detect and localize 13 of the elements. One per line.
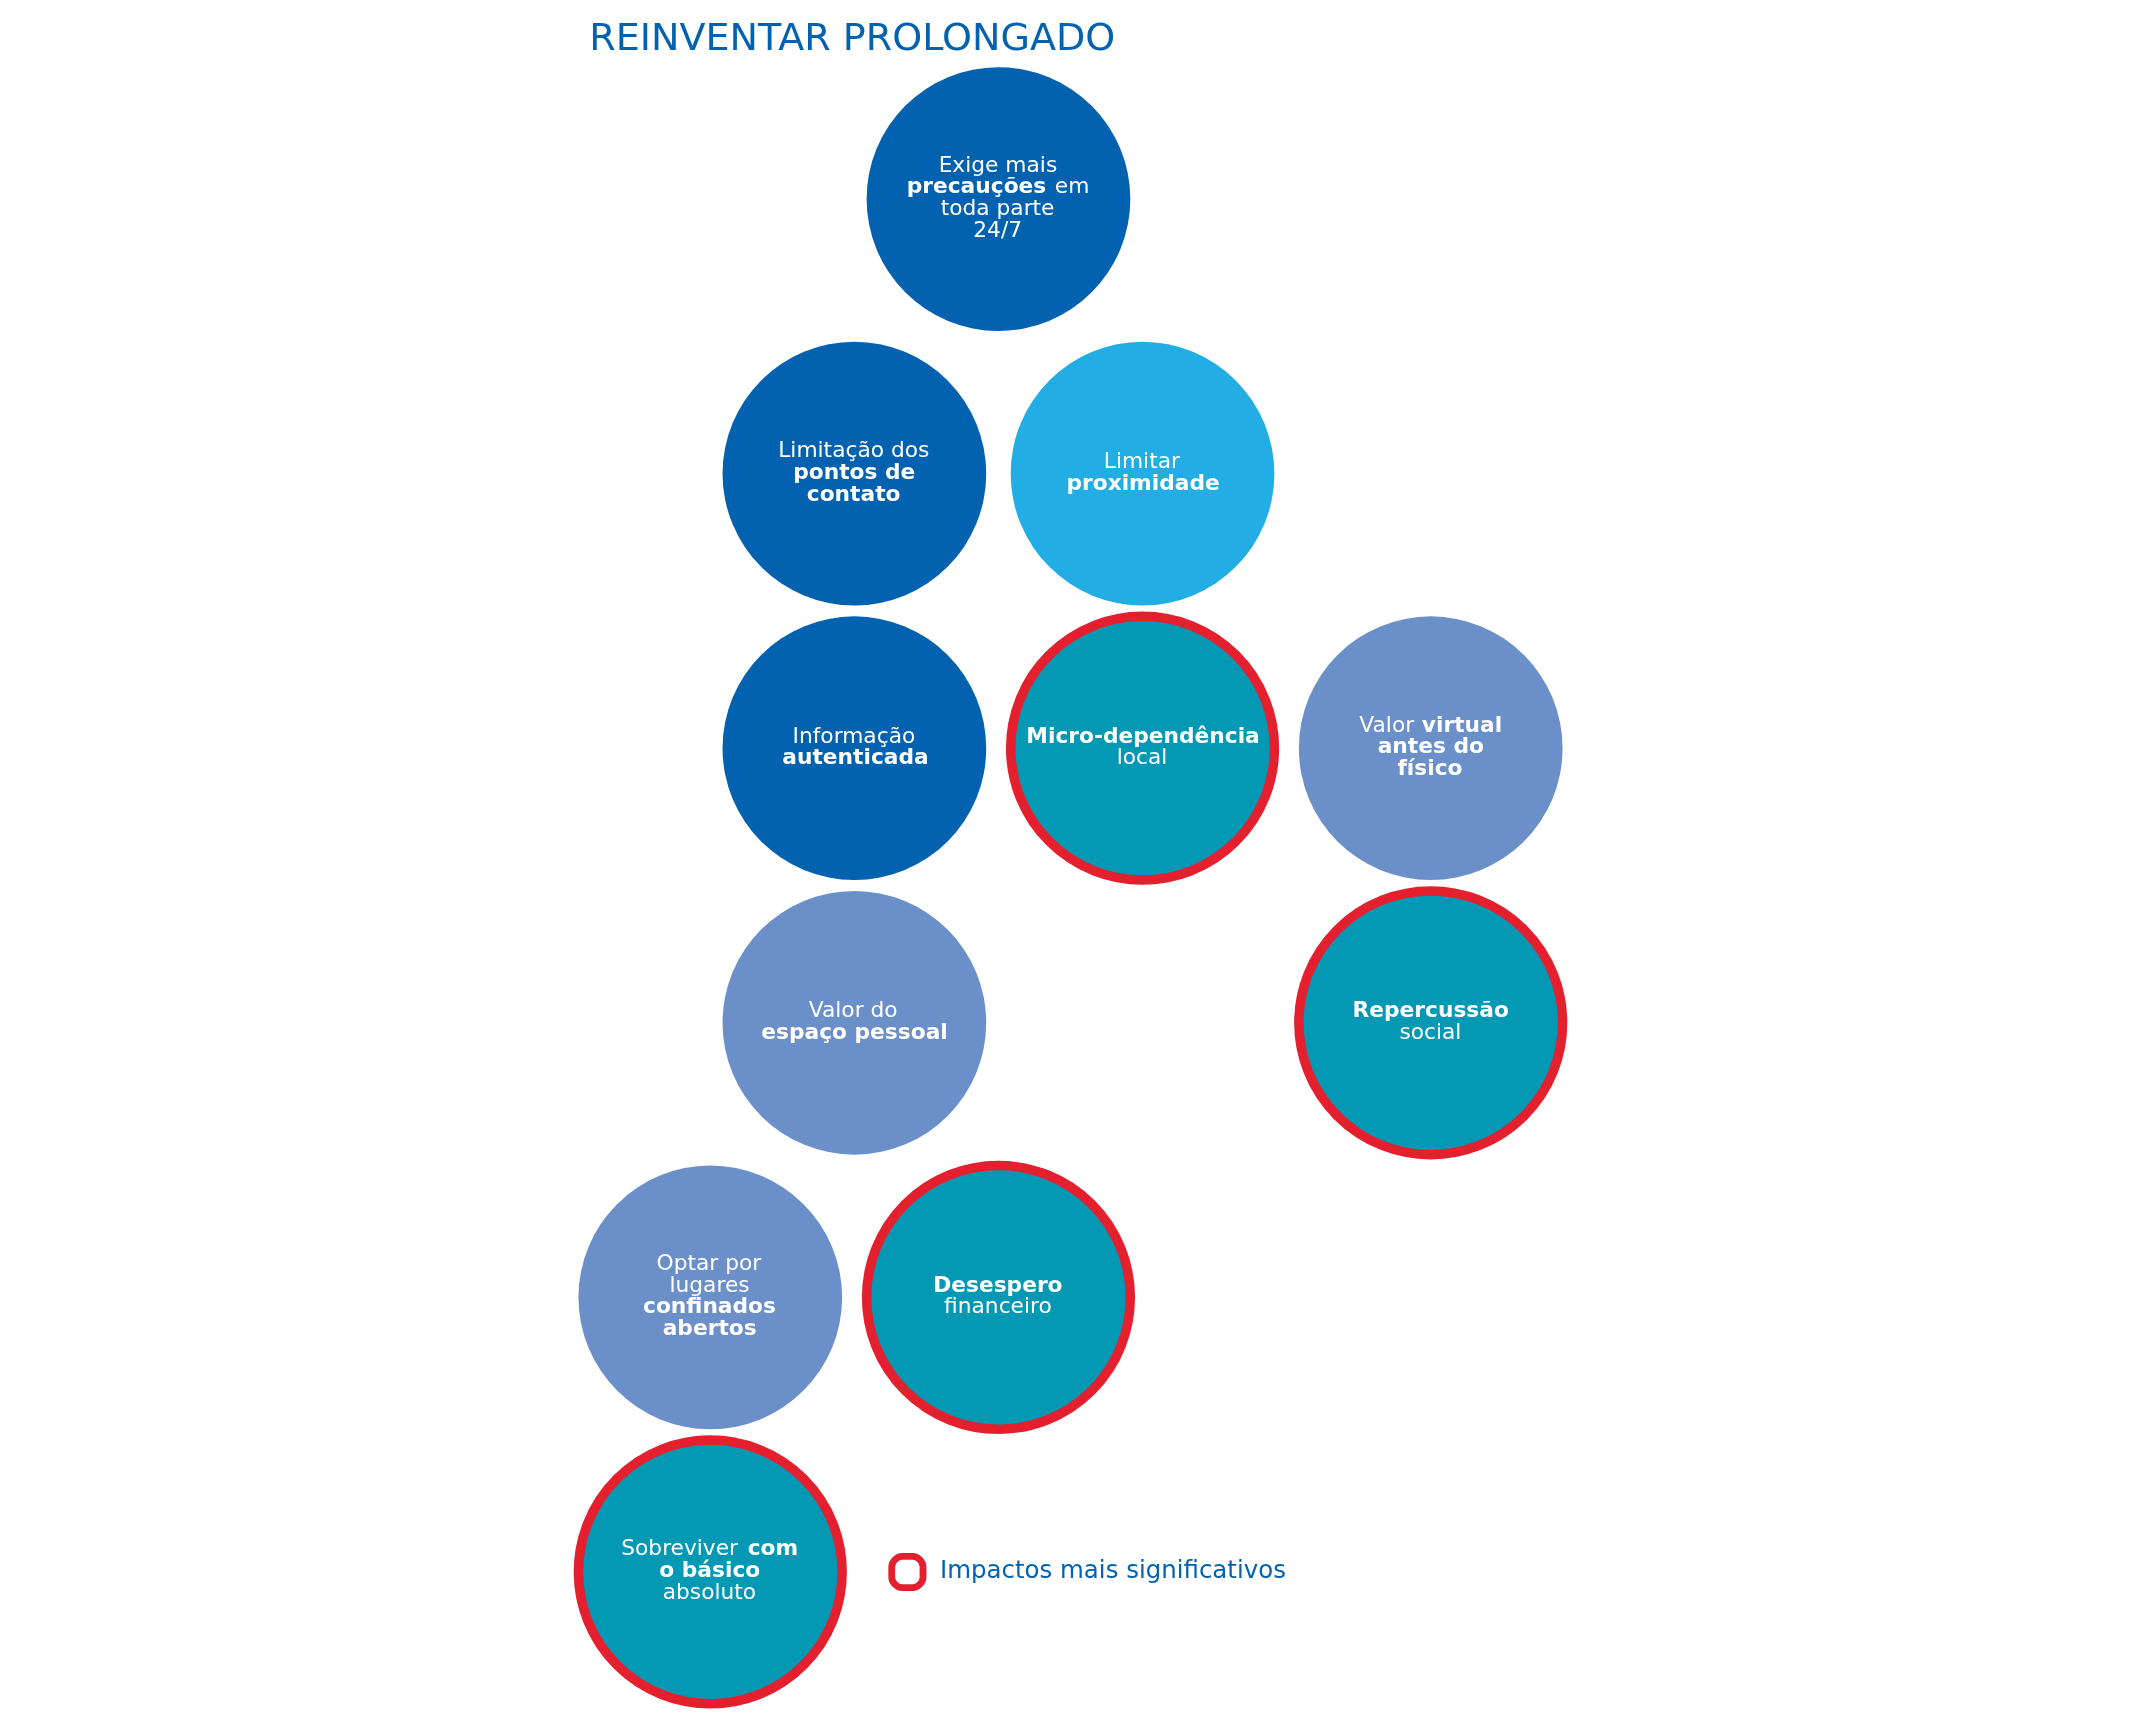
- node-circle: Micro-dependência local: [1005, 611, 1280, 885]
- legend-label: Impactos mais significativos: [940, 1554, 1286, 1584]
- node-circle: Optar por lugares confinados abertos: [578, 1165, 843, 1430]
- node-circle: Valor do espaço pessoal: [722, 890, 987, 1155]
- node-circle: Exige mais precauções em toda parte 24/7: [866, 67, 1131, 331]
- node-circle: Informação autenticada: [722, 616, 987, 881]
- node-circle: Limitação dos pontos de contato: [722, 341, 987, 606]
- node-circle: Sobreviver com o básico absoluto: [573, 1435, 847, 1709]
- node-circle: Desespero financeiro: [861, 1160, 1136, 1434]
- node-circle: Limitar proximidade: [1010, 341, 1275, 606]
- diagram-title: REINVENTAR PROLONGADO: [589, 15, 1116, 60]
- node-circle: Valor virtual antes do físico: [1298, 616, 1563, 881]
- node-circle: Repercussão social: [1294, 886, 1568, 1160]
